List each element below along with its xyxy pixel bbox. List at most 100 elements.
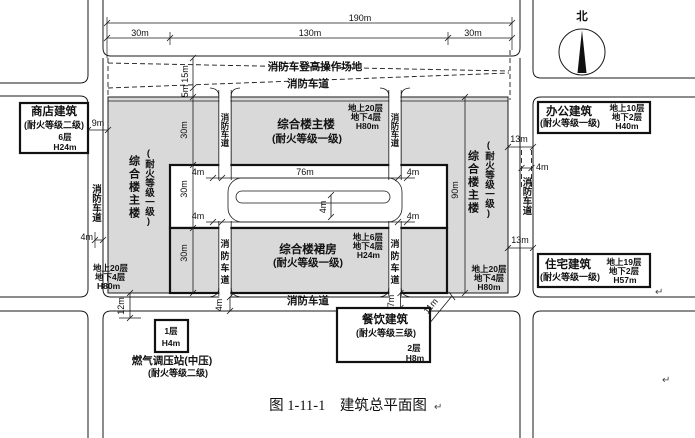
dim-court-4m-mid: 4m bbox=[318, 201, 328, 214]
neighbour-building-labels: 商店建筑 (耐火等级二级) 6层 H24m 办公建筑 (耐火等级一级) 地上10… bbox=[24, 103, 645, 378]
right-wing-floors-above: 地上20层 bbox=[472, 264, 507, 274]
dim-court-4m-bl: 4m bbox=[192, 211, 205, 221]
fire-lane-strip bbox=[219, 88, 231, 181]
dim-court-width: 76m bbox=[296, 167, 314, 177]
road-edge bbox=[0, 95, 89, 298]
return-mark-caption: ↵ bbox=[434, 402, 442, 413]
north-compass: 北 bbox=[558, 9, 606, 76]
tower-floors-below: 地下4层 bbox=[351, 112, 382, 122]
right-wing-rating: (耐火等级一级) bbox=[483, 140, 496, 219]
complex-building-labels: 综合楼主楼 (耐火等级一级) 地上20层 地下4层 H80m 综合楼裙房 (耐火… bbox=[93, 103, 507, 292]
dim-lane-exit: 4m bbox=[214, 299, 224, 312]
tower-floors-above: 地上20层 bbox=[348, 103, 383, 113]
podium-floors-above: 地上6层 bbox=[353, 232, 384, 242]
dim-op-area-depth: 15m bbox=[180, 65, 190, 83]
gas-rating: (耐火等级二级) bbox=[148, 367, 208, 378]
operation-area-boundary bbox=[107, 50, 511, 100]
dim-left-setback: 30m bbox=[131, 28, 149, 38]
dim-right-road-lane: 4m bbox=[536, 162, 549, 172]
road-edge bbox=[532, 310, 695, 438]
office-height: H40m bbox=[615, 121, 639, 131]
shop-floors: 6层 bbox=[58, 132, 72, 142]
north-label: 北 bbox=[576, 9, 588, 23]
fire-lane-lines bbox=[218, 90, 402, 296]
shop-rating: (耐火等级二级) bbox=[24, 119, 84, 130]
dimension-lines bbox=[84, 17, 537, 335]
dim-tower-depth: 30m bbox=[179, 121, 189, 139]
dim-court-4m-tr: 4m bbox=[407, 167, 420, 177]
gas-station-box bbox=[153, 318, 190, 354]
dim-court-4m-br: 4m bbox=[407, 211, 420, 221]
podium-rating: (耐火等级一级) bbox=[273, 256, 343, 269]
podium-name: 综合楼裙房 bbox=[279, 242, 337, 256]
shop-name: 商店建筑 bbox=[31, 104, 77, 118]
fire-lane-label-bottom: 消防车道 bbox=[287, 294, 329, 307]
courtyard-dimension-lines bbox=[206, 97, 466, 293]
return-mark-lower: ↵ bbox=[662, 375, 670, 386]
restaurant-floors: 2层 bbox=[407, 343, 421, 353]
dim-court-4m-tl: 4m bbox=[192, 167, 205, 177]
fire-lane-label-inner-tr: 消防车道 bbox=[390, 112, 400, 148]
compass-circle bbox=[558, 28, 606, 76]
inner-courtyard bbox=[168, 163, 449, 230]
office-floors-above: 地上10层 bbox=[610, 103, 645, 113]
road-edge bbox=[0, 0, 89, 84]
tower-rating: (耐火等级一级) bbox=[272, 132, 342, 145]
return-mark-right: ↵ bbox=[655, 287, 663, 298]
left-wing-floors-above: 地上20层 bbox=[93, 263, 128, 273]
residence-floors-above: 地上19层 bbox=[607, 257, 642, 267]
tower-name: 综合楼主楼 bbox=[277, 117, 335, 131]
residence-height: H57m bbox=[613, 275, 637, 285]
fire-lane-labels: 消防车登高操作场地 消防车道 消防车道 消防车道 消防车道 消防车道 消防车道 … bbox=[90, 60, 532, 307]
office-building-box bbox=[536, 100, 652, 135]
shop-building-box bbox=[18, 101, 90, 155]
internal-fire-lanes bbox=[208, 87, 412, 298]
fire-lane-label-inner-tl: 消防车道 bbox=[220, 112, 230, 148]
dim-lane-gap: 5m bbox=[180, 85, 190, 98]
dim-gas-gap: 12m bbox=[116, 297, 126, 315]
office-rating: (耐火等级一级) bbox=[540, 117, 600, 128]
road-edge bbox=[0, 310, 89, 438]
right-wing-floors-below: 地下4层 bbox=[474, 273, 505, 283]
right-wing-name: 综合楼主楼 bbox=[467, 149, 480, 215]
dim-restaurant-diag: 11m bbox=[421, 296, 439, 315]
north-arrow-icon bbox=[577, 30, 587, 73]
dimension-ticks bbox=[84, 19, 537, 335]
fire-lane-flares bbox=[208, 87, 412, 298]
residence-floors-below: 地下2层 bbox=[609, 266, 640, 276]
office-floors-below: 地下2层 bbox=[612, 112, 643, 122]
fire-lane-strip bbox=[389, 220, 401, 298]
courtyard-ring-road-inner bbox=[235, 190, 391, 204]
left-wing-height: H80m bbox=[97, 281, 121, 291]
fire-lane-label-top: 消防车道 bbox=[287, 77, 329, 90]
gas-height: H4m bbox=[162, 338, 181, 348]
side-dimension-lines bbox=[88, 129, 533, 249]
left-wing-name: 综合楼主楼 bbox=[128, 154, 141, 220]
restaurant-height: H8m bbox=[406, 353, 425, 363]
fire-lane-label-inner-br: 消防车道 bbox=[390, 238, 400, 287]
dim-building-length: 90m bbox=[450, 181, 460, 199]
complex-building bbox=[107, 87, 509, 298]
residence-building-box bbox=[536, 252, 652, 289]
fire-lane-label-right-road: 消防车道 bbox=[521, 176, 533, 216]
operation-area-label: 消防车登高操作场地 bbox=[268, 60, 363, 73]
top-dimension-lines bbox=[107, 22, 512, 39]
shop-height: H24m bbox=[53, 142, 77, 152]
dim-office-gap: 13m bbox=[510, 134, 528, 144]
dim-left-road-lane: 4m bbox=[80, 232, 93, 242]
dim-right-setback: 30m bbox=[464, 28, 482, 38]
restaurant-building-box bbox=[335, 306, 432, 364]
residence-rating: (耐火等级一级) bbox=[540, 271, 600, 282]
podium-height: H24m bbox=[357, 250, 381, 260]
road-edge bbox=[532, 96, 695, 298]
road-edge bbox=[102, 0, 521, 57]
road-edge bbox=[102, 58, 521, 298]
residence-name: 住宅建筑 bbox=[545, 257, 591, 271]
road-edge bbox=[102, 310, 521, 438]
restaurant-name: 餐饮建筑 bbox=[361, 312, 408, 326]
dim-courtyard-depth: 30m bbox=[179, 180, 189, 198]
dim-total-width: 190m bbox=[349, 13, 372, 23]
figure-caption: 图 1-11-1 建筑总平面图 bbox=[269, 397, 427, 414]
podium-floors-below: 地下4层 bbox=[353, 241, 384, 251]
